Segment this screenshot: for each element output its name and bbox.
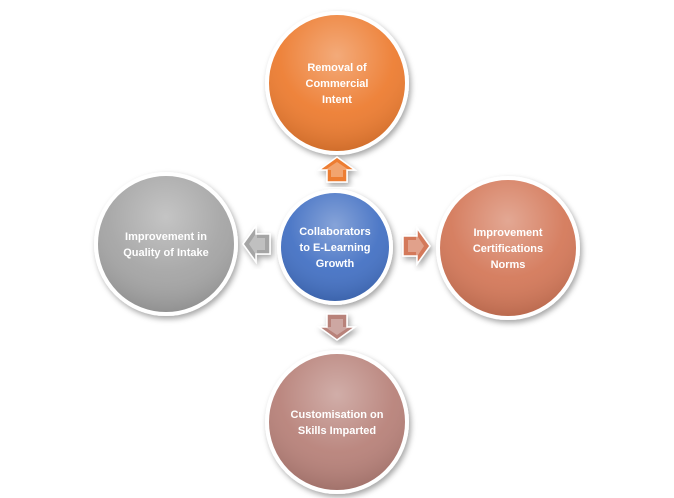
label-line: Removal of xyxy=(307,62,367,74)
label-line: Commercial xyxy=(306,78,369,90)
label-line: Growth xyxy=(316,258,355,270)
node-left-label: Improvement in Quality of Intake xyxy=(123,231,209,259)
arrow-left-shape xyxy=(242,223,271,265)
arrow-left-icon xyxy=(242,223,271,265)
arrow-right-icon xyxy=(402,225,431,267)
label-line: Skills Imparted xyxy=(298,425,376,437)
node-left: Improvement in Quality of Intake xyxy=(94,172,238,316)
label-line: Improvement xyxy=(473,227,542,239)
label-line: Improvement in xyxy=(125,231,207,243)
label-line: Quality of Intake xyxy=(123,247,209,259)
label-line: Collaborators xyxy=(299,226,371,238)
label-line: Certifications xyxy=(473,243,543,255)
node-bottom: Customisation on Skills Imparted xyxy=(265,350,409,494)
label-line: Norms xyxy=(491,259,526,271)
label-line: Intent xyxy=(322,94,352,106)
arrow-down-icon xyxy=(316,313,358,341)
label-line: Customisation on xyxy=(291,409,384,421)
arrow-right-shape xyxy=(402,225,431,267)
arrow-up-shape xyxy=(316,156,358,183)
node-bottom-label: Customisation on Skills Imparted xyxy=(291,409,384,437)
arrow-down-shape xyxy=(316,313,358,341)
arrow-up-icon xyxy=(316,156,358,183)
label-line: to E-Learning xyxy=(300,242,371,254)
